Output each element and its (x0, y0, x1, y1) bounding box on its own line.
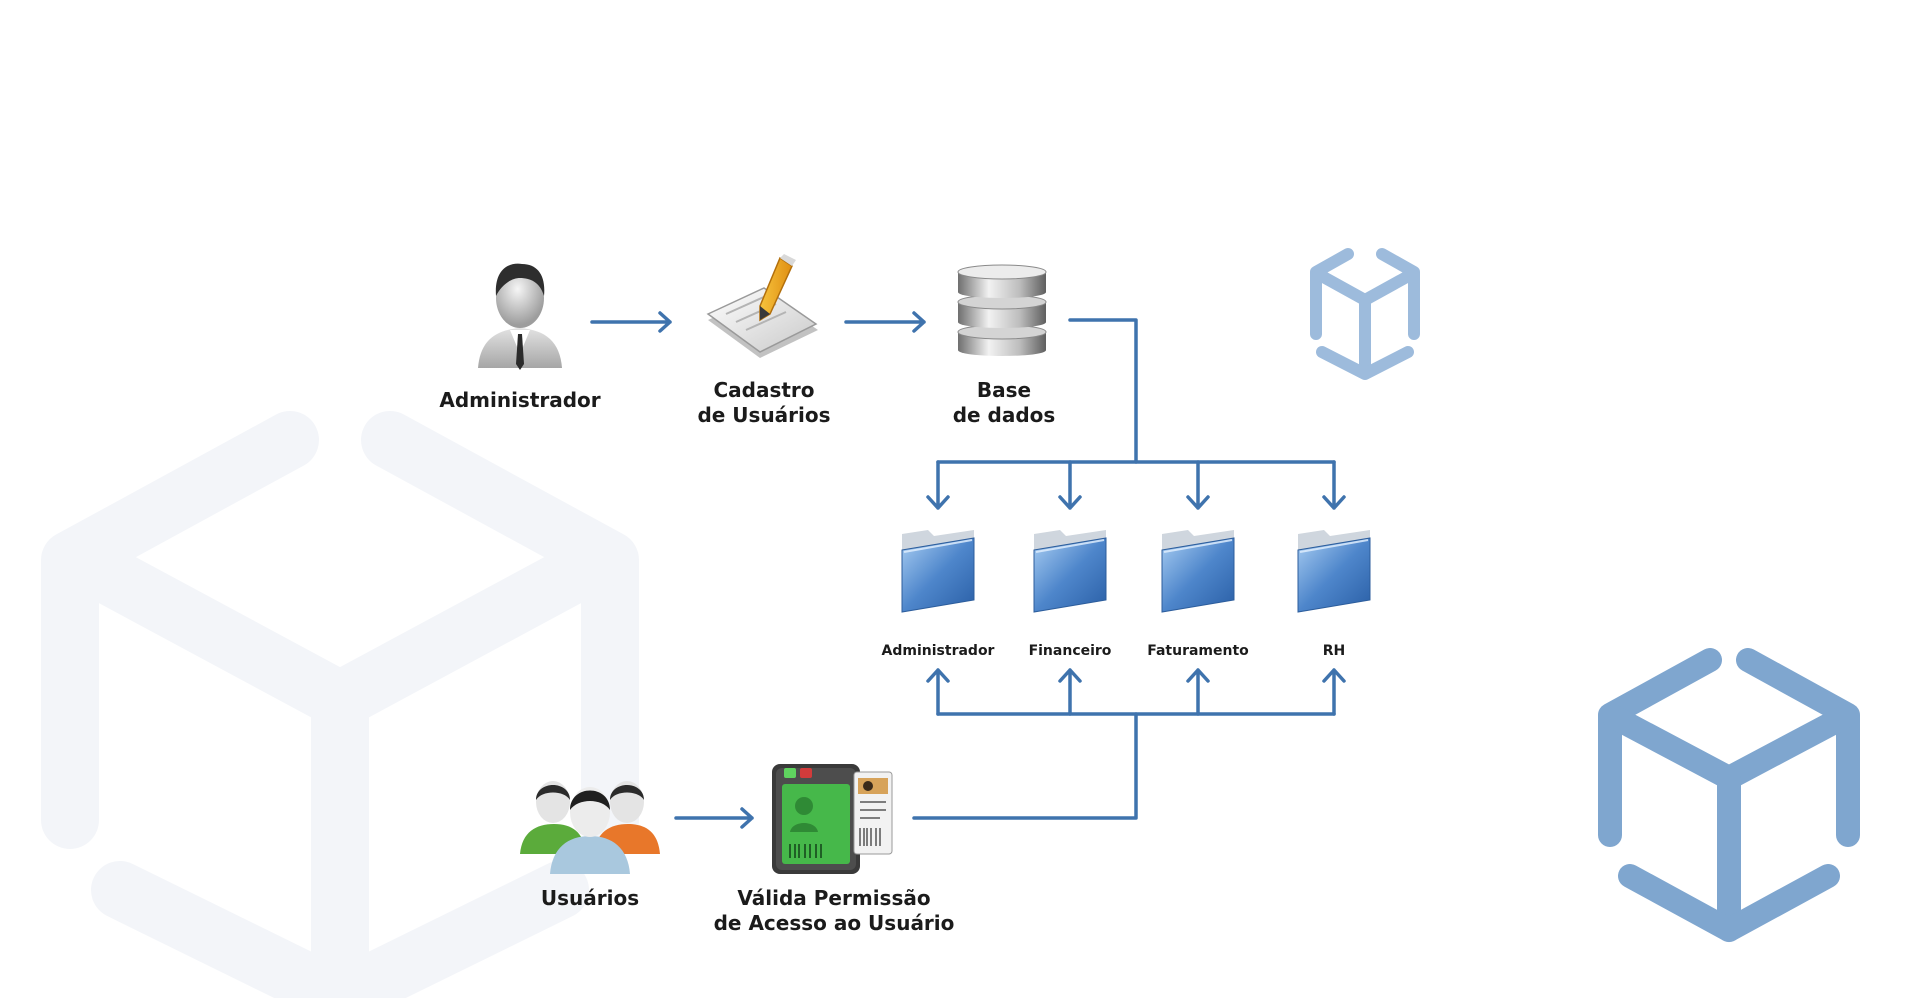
arrow-admin-to-cadastro (590, 311, 672, 333)
validation-label: Válida Permissão de Acesso ao Usuário (713, 886, 955, 935)
arrow-to-folder-1 (926, 460, 950, 510)
folder-label: RH (1322, 643, 1346, 659)
pencil-form-icon (704, 254, 822, 364)
folder-label: Faturamento (1147, 643, 1249, 659)
folder-icon (1026, 520, 1114, 614)
folder-icon (1290, 520, 1378, 614)
small-cube-icon (1310, 248, 1420, 380)
arrow-from-bottom-to-folder-2 (1058, 668, 1082, 716)
large-cube-icon (1598, 648, 1860, 942)
arrow-users-to-validation (674, 807, 754, 829)
database-label: Base de dados (952, 378, 1056, 427)
folder-icon (1154, 520, 1242, 614)
folder-label: Financeiro (1028, 643, 1112, 659)
arrow-from-bottom-to-folder-1 (926, 668, 950, 716)
cadastro-label: Cadastro de Usuários (697, 378, 831, 427)
arrow-cadastro-to-database (844, 311, 926, 333)
connector-database-trunk (1068, 318, 1138, 464)
connector-validation-trunk (912, 712, 1138, 820)
arrow-to-folder-3 (1186, 460, 1210, 510)
usuarios-label: Usuários (540, 886, 640, 910)
admin-user-icon (472, 256, 568, 374)
database-icon (954, 262, 1050, 362)
arrow-to-folder-2 (1058, 460, 1082, 510)
users-group-icon (520, 770, 660, 874)
folder-icon (894, 520, 982, 614)
arrow-to-folder-4 (1322, 460, 1346, 510)
access-reader-icon (770, 762, 894, 878)
arrow-from-bottom-to-folder-3 (1186, 668, 1210, 716)
arrow-from-bottom-to-folder-4 (1322, 668, 1346, 716)
watermark-cube-icon (41, 411, 639, 998)
admin-label: Administrador (439, 388, 601, 412)
folder-label: Administrador (881, 643, 995, 659)
